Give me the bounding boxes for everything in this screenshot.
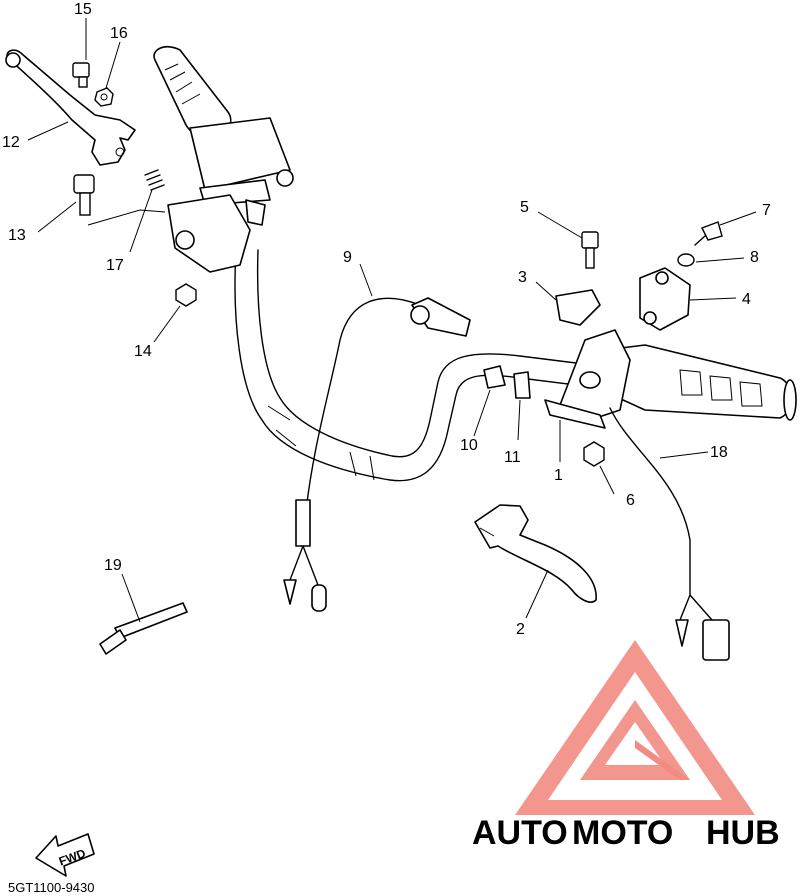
callout-10: 10	[460, 437, 478, 454]
handlebar	[234, 249, 601, 482]
brake-switch-cable	[283, 297, 471, 612]
clamp-11	[513, 371, 531, 399]
fwd-arrow: FWD	[35, 833, 95, 877]
bolt-13	[73, 174, 95, 216]
cable-tie-19	[99, 602, 188, 655]
left-master-cylinder	[189, 117, 294, 206]
callout-16: 16	[110, 25, 128, 42]
callout-17: 17	[106, 257, 124, 274]
screw-7	[694, 221, 723, 246]
bolt-5	[581, 231, 599, 269]
watermark-logo	[515, 640, 755, 815]
callout-8: 8	[750, 249, 759, 266]
callout-1: 1	[554, 467, 563, 484]
nut-14	[175, 283, 197, 307]
bracket-3	[555, 289, 601, 326]
right-grip	[604, 344, 797, 421]
callout-6: 6	[626, 492, 635, 509]
switch-wire-18	[609, 407, 730, 661]
spring-17	[144, 169, 165, 191]
callout-15: 15	[74, 1, 92, 18]
callout-14: 14	[134, 343, 152, 360]
switch-4	[639, 267, 691, 331]
callout-19: 19	[104, 557, 122, 574]
watermark-moto: MOTO	[572, 814, 673, 852]
nut-6	[583, 441, 605, 467]
callout-5: 5	[520, 199, 529, 216]
callout-18: 18	[710, 444, 728, 461]
callout-11: 11	[504, 449, 521, 466]
callout-9: 9	[343, 249, 352, 266]
callouts: 15 16 12 13 17 14 9 5 3 7 8 4 10 11 1 6 …	[2, 1, 771, 638]
leader-lines	[27, 18, 757, 623]
lever-holder-1	[544, 329, 631, 429]
callout-2: 2	[516, 621, 525, 638]
clamp-10	[483, 365, 506, 389]
nut-16	[94, 87, 114, 107]
callout-4: 4	[742, 291, 751, 308]
brake-lever	[474, 504, 597, 603]
watermark-text: AUTO MOTO HUB	[472, 814, 780, 852]
washer-8	[677, 253, 695, 267]
bolt-15	[72, 62, 90, 88]
callout-7: 7	[762, 202, 771, 219]
clutch-lever	[5, 49, 136, 166]
diagram-code: 5GT1100-9430	[8, 880, 95, 895]
callout-12: 12	[2, 134, 20, 151]
callout-13: 13	[8, 227, 26, 244]
watermark-auto: AUTO	[472, 814, 568, 852]
callout-3: 3	[518, 269, 527, 286]
left-holder	[167, 194, 266, 273]
watermark-hub: HUB	[706, 814, 780, 852]
